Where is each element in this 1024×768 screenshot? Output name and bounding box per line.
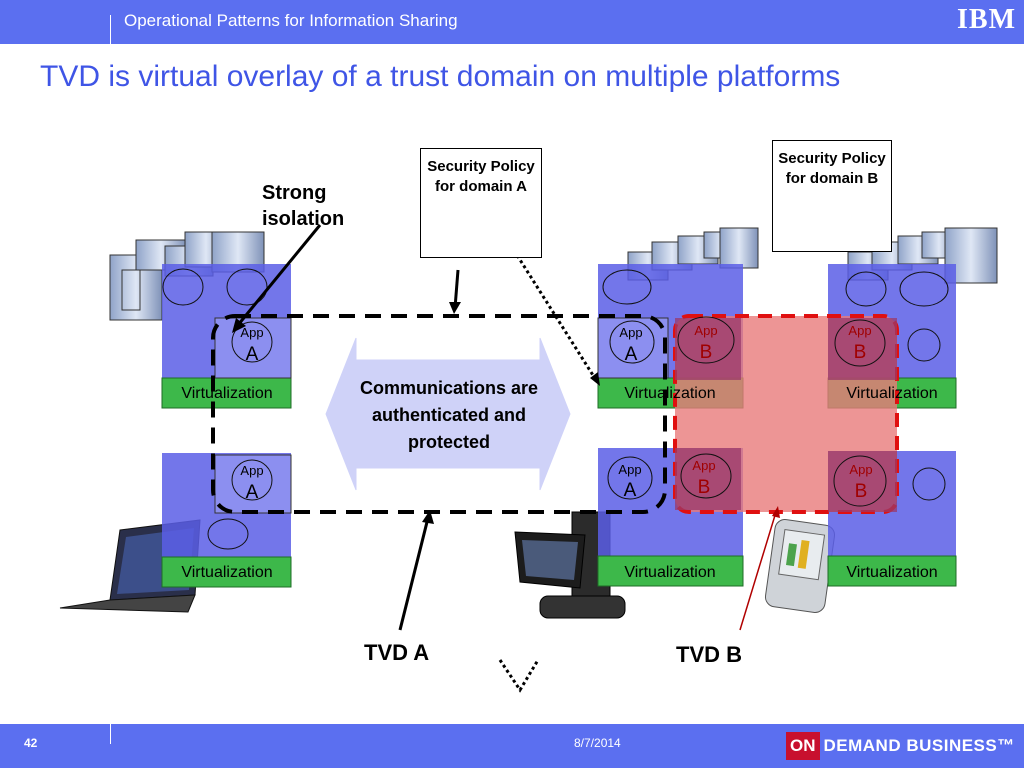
policy-a-note: Security Policy for domain A bbox=[420, 148, 542, 258]
virtualization-label-4: Virtualization bbox=[624, 564, 715, 581]
virtualization-label-2: Virtualization bbox=[181, 564, 272, 581]
dotted-link-marker bbox=[498, 659, 540, 693]
header-bar: Operational Patterns for Information Sha… bbox=[0, 0, 1024, 44]
ibm-logo: IBM bbox=[957, 4, 1016, 35]
app-label: App bbox=[618, 462, 641, 477]
app-letter: A bbox=[246, 344, 259, 365]
tvd-a-boundary bbox=[211, 314, 667, 514]
brand-text: DEMAND BUSINESS™ bbox=[823, 736, 1015, 755]
server-icon-left bbox=[109, 231, 265, 321]
virtualization-label-6: Virtualization bbox=[846, 564, 937, 581]
tvd-a-arrow bbox=[398, 517, 430, 631]
virtualization-label-3: Virtualization bbox=[624, 385, 715, 402]
app-label: App bbox=[848, 323, 871, 338]
strong-isolation-arrow bbox=[236, 224, 322, 326]
slide-title: TVD is virtual overlay of a trust domain… bbox=[40, 60, 841, 93]
footer-divider bbox=[110, 724, 111, 744]
policy-b-note: Security Policy for domain B bbox=[772, 140, 892, 252]
app-label: App bbox=[240, 463, 263, 478]
tvd-b-label: TVD B bbox=[676, 642, 742, 667]
virtualization-label-5: Virtualization bbox=[846, 385, 937, 402]
app-letter: A bbox=[624, 480, 637, 501]
app-label: App bbox=[240, 325, 263, 340]
app-letter: B bbox=[855, 481, 868, 502]
header-divider bbox=[110, 15, 111, 44]
page-number: 42 bbox=[24, 736, 38, 750]
app-letter: A bbox=[246, 482, 259, 503]
brand-on: ON bbox=[786, 732, 820, 760]
on-demand-business-logo: ON DEMAND BUSINESS™ bbox=[786, 731, 1015, 761]
footer-bar: 42 8/7/2014 ON DEMAND BUSINESS™ bbox=[0, 724, 1024, 768]
app-label: App bbox=[849, 462, 872, 477]
app-letter: B bbox=[698, 477, 711, 498]
app-letter: A bbox=[625, 344, 638, 365]
app-label: App bbox=[619, 325, 642, 340]
footer-date: 8/7/2014 bbox=[574, 736, 621, 750]
desktop-computer-icon bbox=[514, 511, 626, 619]
tvd-a-label: TVD A bbox=[364, 640, 430, 665]
platform-bottom-left bbox=[161, 453, 292, 588]
virtualization-label-1: Virtualization bbox=[181, 385, 272, 402]
policy-a-text: Security Policy for domain A bbox=[427, 158, 535, 195]
platform-top-left bbox=[161, 264, 292, 409]
communications-label: Communications are authenticated and pro… bbox=[359, 378, 539, 452]
app-letter: B bbox=[700, 342, 713, 363]
tvd-b-overlay bbox=[673, 314, 899, 514]
app-label: App bbox=[692, 458, 715, 473]
tvd-b-arrow bbox=[739, 511, 777, 631]
strong-isolation-label: Strong isolation bbox=[262, 182, 345, 230]
policy-a-arrow bbox=[453, 269, 460, 309]
app-letter: B bbox=[854, 342, 867, 363]
policy-b-text: Security Policy for domain B bbox=[778, 150, 886, 187]
header-title: Operational Patterns for Information Sha… bbox=[124, 11, 458, 30]
communications-double-arrow bbox=[325, 337, 571, 491]
platform-labels: Virtualization Virtualization Virtualiza… bbox=[181, 323, 937, 581]
pda-icon bbox=[764, 519, 836, 613]
app-label: App bbox=[694, 323, 717, 338]
